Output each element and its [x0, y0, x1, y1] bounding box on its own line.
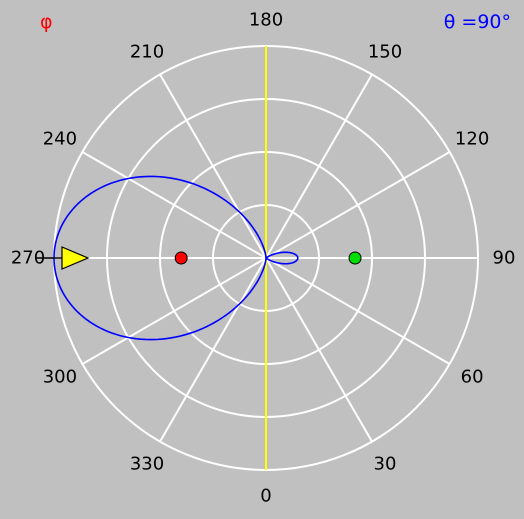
angle-labels: 0 30 60 90 120 150 180 210 240 270 300 330: [11, 10, 516, 507]
grid-spoke-300: [81, 257, 267, 365]
marker-group: [174, 251, 362, 265]
grid-spoke-120: [265, 151, 451, 259]
angle-label-180: 180: [249, 10, 283, 31]
red-dot-marker: [174, 251, 188, 265]
angle-label-30: 30: [374, 454, 397, 475]
angle-label-330: 330: [130, 454, 164, 475]
angle-label-210: 210: [130, 41, 164, 62]
green-dot-marker: [348, 251, 362, 265]
angle-label-120: 120: [455, 129, 489, 150]
angle-label-270: 270: [11, 248, 45, 269]
radiation-pattern-curve: [53, 175, 299, 341]
grid-spoke-210: [159, 73, 267, 259]
angle-label-300: 300: [43, 367, 77, 388]
theta-label: θ =90°: [444, 11, 511, 33]
grid-spoke-30: [265, 257, 373, 443]
grid-spoke-330: [159, 257, 267, 443]
angle-label-60: 60: [461, 367, 484, 388]
angle-label-0: 0: [260, 486, 271, 507]
pointer-triangle: [61, 246, 90, 270]
grid-spoke-240: [81, 151, 267, 259]
phi-label: φ: [40, 11, 53, 33]
max-direction-pointer: [36, 246, 90, 270]
angle-label-90: 90: [493, 248, 516, 269]
grid-spoke-60: [265, 257, 451, 365]
angle-label-240: 240: [43, 129, 77, 150]
grid-spoke-150: [265, 73, 373, 259]
angle-label-150: 150: [368, 41, 402, 62]
